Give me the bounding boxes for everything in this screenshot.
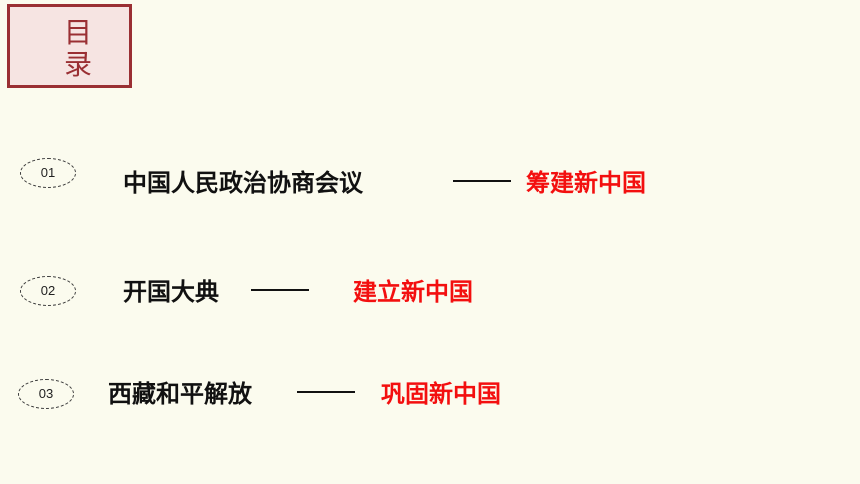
item-dash-01: [453, 180, 511, 182]
item-number-badge-02: 02: [20, 276, 76, 306]
item-topic-03: 西藏和平解放: [108, 380, 252, 408]
item-topic-02: 开国大典: [123, 278, 219, 306]
item-dash-03: [297, 391, 355, 393]
item-number-badge-03: 03: [18, 379, 74, 409]
item-goal-03: 巩固新中国: [381, 380, 501, 408]
item-topic-01: 中国人民政治协商会议: [123, 169, 363, 197]
page-title: 目录: [63, 16, 92, 81]
item-goal-01: 筹建新中国: [526, 169, 646, 197]
item-number-badge-01: 01: [20, 158, 76, 188]
item-goal-02: 建立新中国: [353, 278, 473, 306]
title-box: 目录: [7, 4, 132, 88]
item-dash-02: [251, 289, 309, 291]
